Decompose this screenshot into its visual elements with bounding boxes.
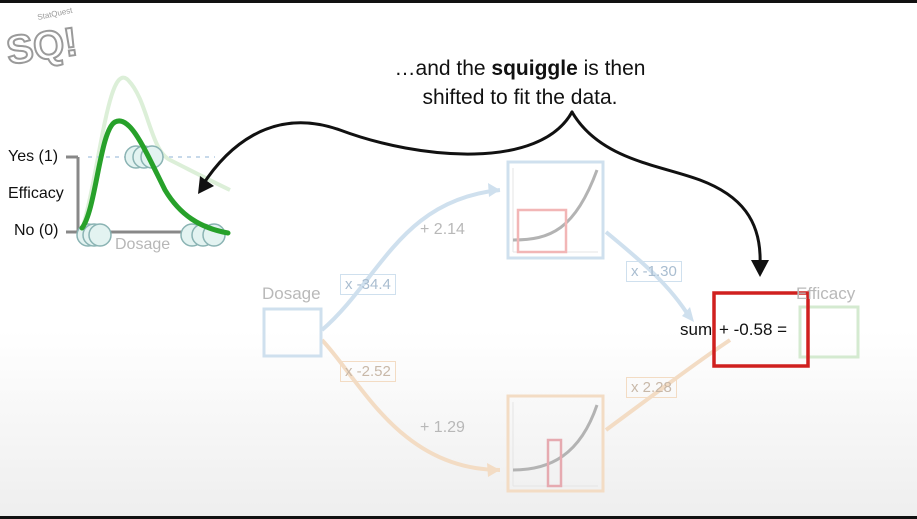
logo-lettering: SQ! (4, 20, 81, 73)
output-node-box (798, 305, 860, 359)
caption-prefix: …and the (394, 57, 492, 80)
sum-label: sum (680, 320, 713, 339)
top-bias: + 2.14 (420, 221, 465, 238)
bottom-to-output-connection (604, 338, 732, 432)
top-to-output-connection (604, 230, 692, 320)
bottom-bias: + 1.29 (420, 419, 465, 436)
caption-arrowheads (198, 176, 769, 277)
y-tick-yes-label: Yes (1) (8, 148, 59, 165)
output-node-label: Efficacy (796, 284, 856, 303)
faded-squiggle (80, 75, 231, 231)
input-to-top-connection (320, 188, 501, 332)
caption-line-1: …and the squiggle is then (330, 54, 710, 83)
green-squiggle (79, 118, 231, 236)
bottom-border (0, 516, 917, 519)
network-connections (320, 188, 732, 472)
svg-text:StatQuest: StatQuest (37, 6, 74, 22)
y-tick-no-label: No (0) (14, 222, 59, 239)
caption-arrows (200, 110, 762, 267)
input-to-bottom-connection (320, 338, 501, 472)
x-axis-label: Dosage (115, 236, 171, 253)
arrow-to-graph (200, 110, 574, 188)
top-hidden-node (506, 160, 605, 260)
input-node-label: Dosage (262, 284, 321, 303)
dosage-efficacy-graph (66, 75, 231, 247)
bottom-output-weight: x 2.28 (626, 377, 677, 398)
connection-arrowheads (487, 183, 694, 477)
sum-bias-label: + -0.58 = (719, 320, 788, 339)
input-node-box (262, 307, 323, 358)
arrow-to-sum (570, 110, 762, 267)
bottom-hidden-node (506, 394, 605, 493)
caption-line-2: shifted to fit the data. (422, 86, 618, 109)
top-border (0, 0, 917, 3)
caption-suffix: is then (577, 57, 646, 80)
y-axis-label: Efficacy (8, 185, 64, 202)
top-output-weight: x -1.30 (626, 261, 682, 282)
statquest-logo: SQ! StatQuest (3, 6, 82, 75)
caption-bold-word: squiggle (491, 57, 578, 80)
highlight-box (712, 291, 810, 368)
bottom-input-weight: x -2.52 (340, 361, 396, 382)
top-input-weight: x -34.4 (340, 274, 396, 295)
caption: …and the squiggle is then shifted to fit… (330, 54, 710, 112)
